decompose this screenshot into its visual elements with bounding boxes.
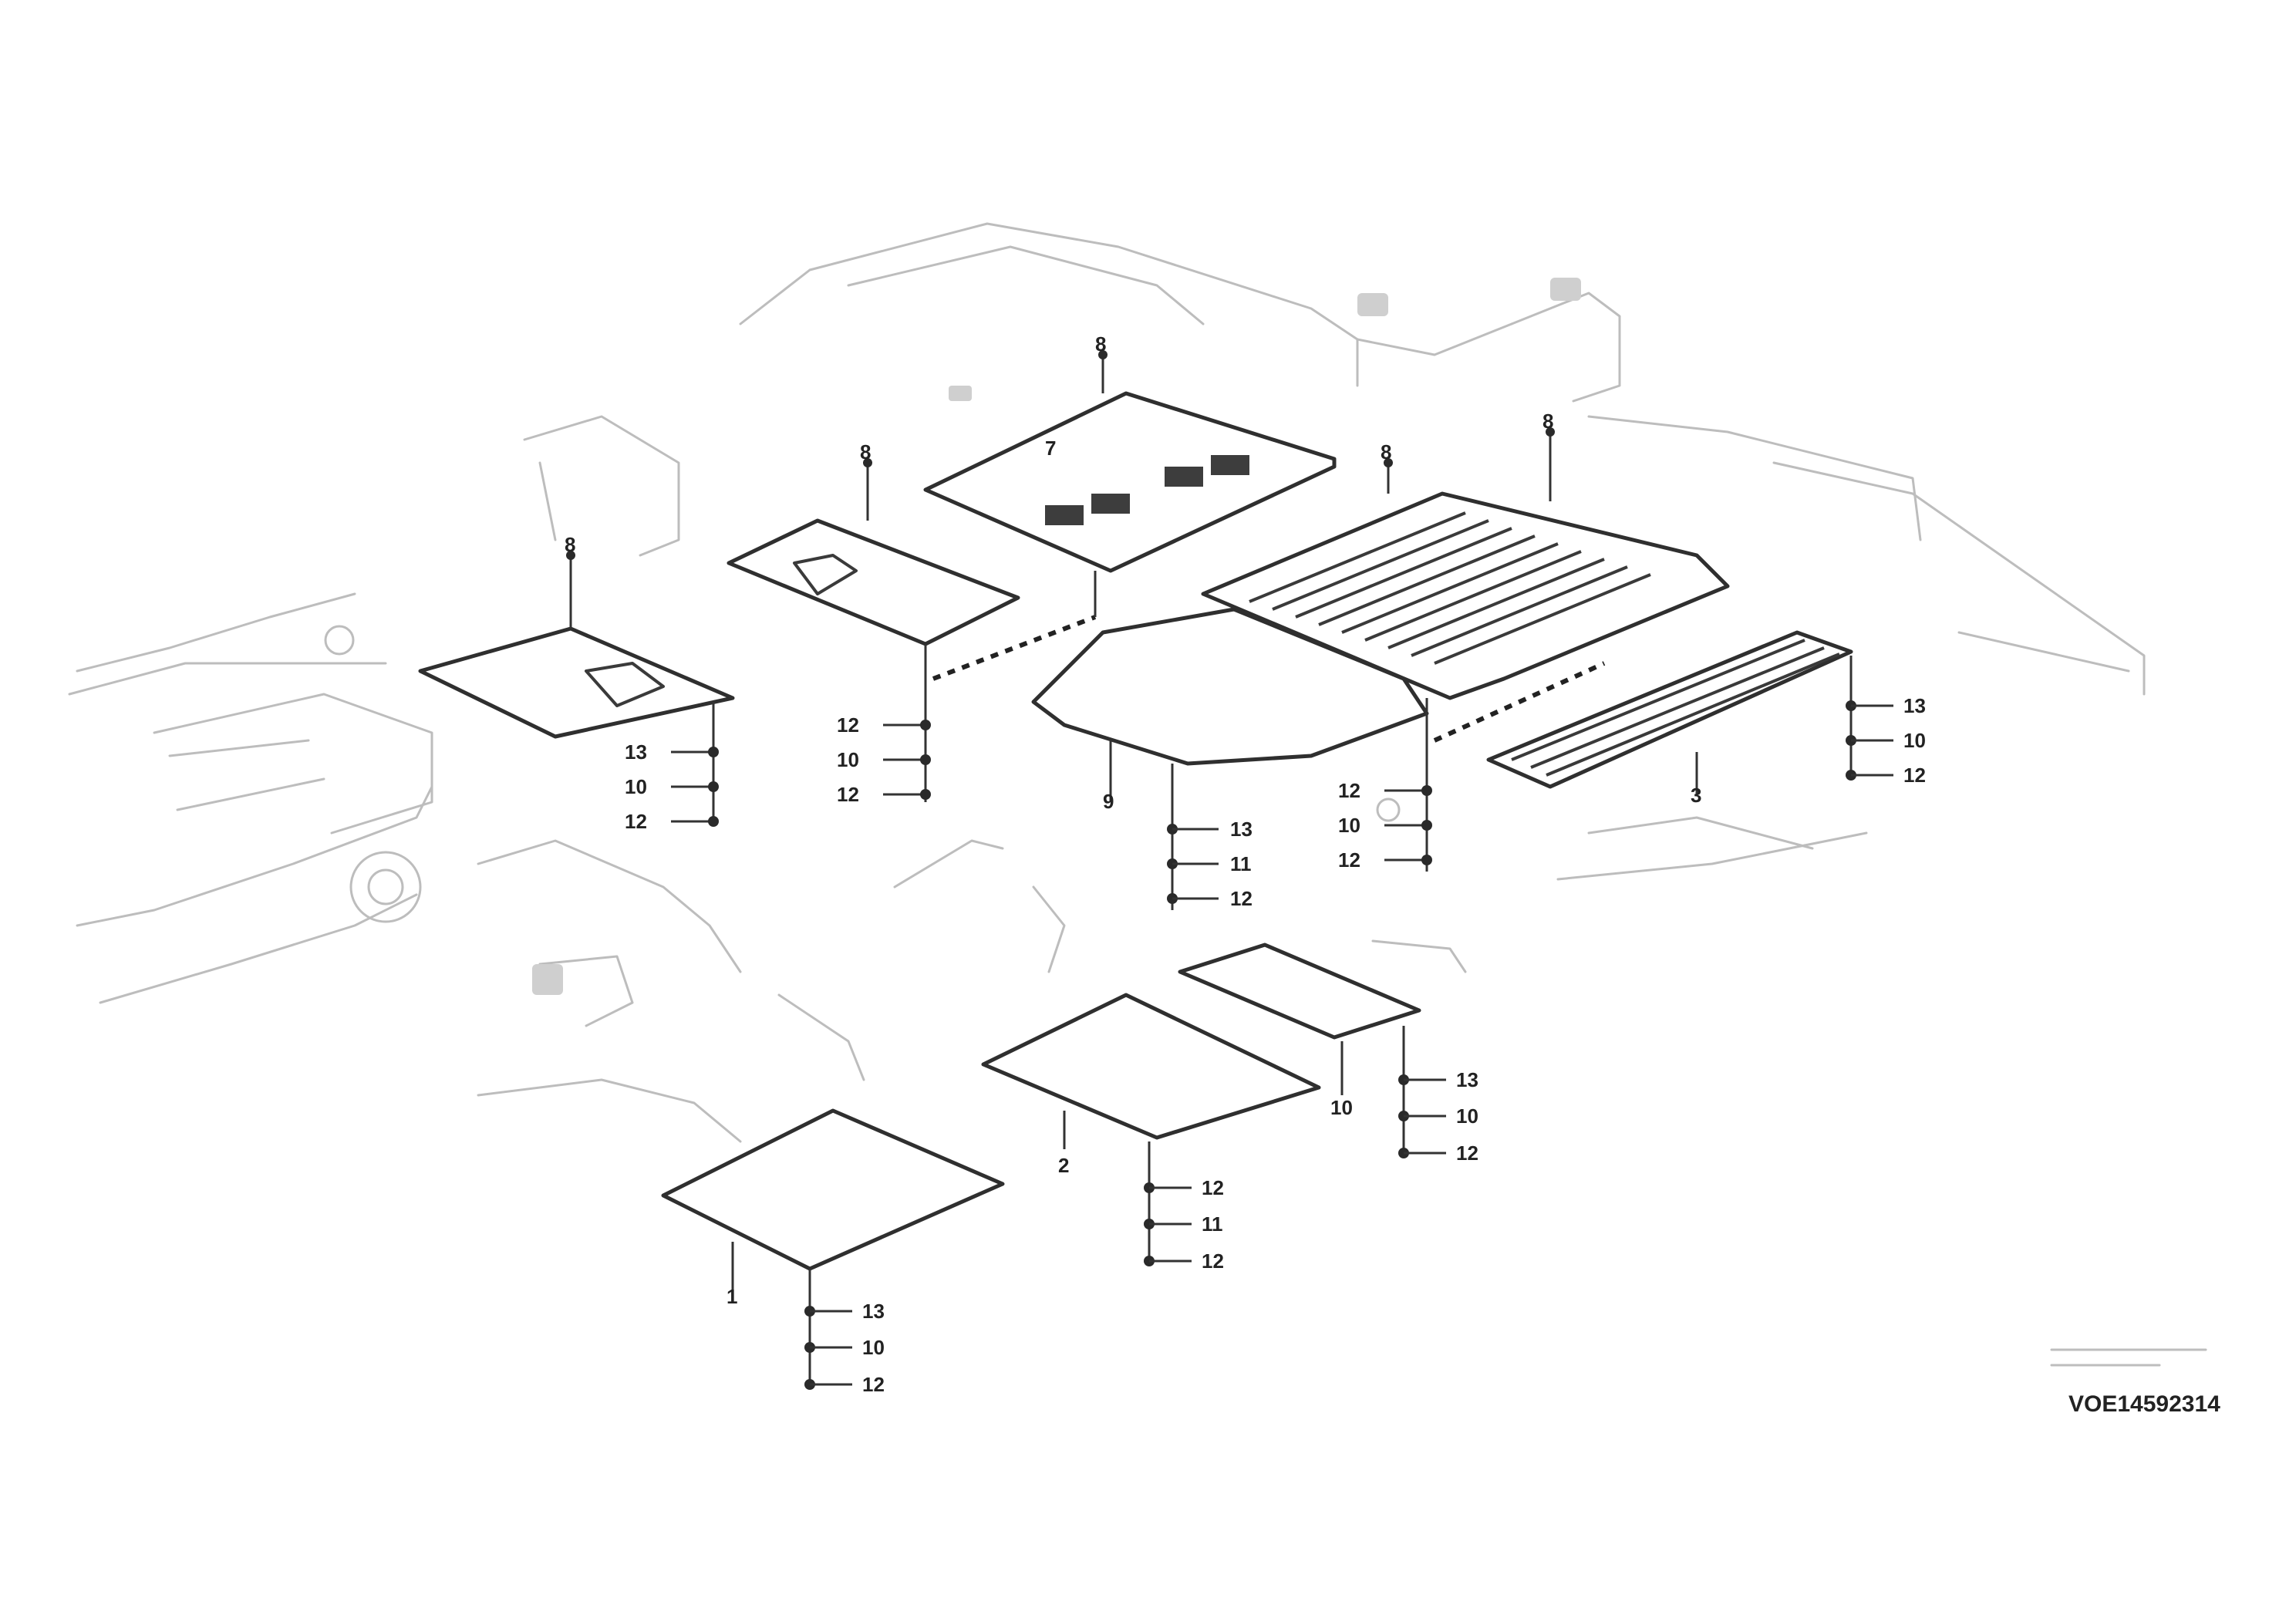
svg-text:10: 10 xyxy=(625,775,647,798)
callout-single-c: 10 xyxy=(1330,1096,1353,1119)
svg-text:10: 10 xyxy=(837,748,859,771)
callout-single-d: 2 xyxy=(1058,1154,1069,1177)
svg-text:13: 13 xyxy=(625,740,647,764)
callout-group-2: 12 10 12 xyxy=(837,713,931,806)
cover-plate-left xyxy=(418,551,735,825)
svg-text:10: 10 xyxy=(1456,1104,1478,1128)
svg-text:9: 9 xyxy=(1103,790,1114,813)
svg-text:12: 12 xyxy=(837,713,859,737)
svg-text:7: 7 xyxy=(1045,437,1056,460)
svg-text:8: 8 xyxy=(565,533,575,556)
svg-text:12: 12 xyxy=(1202,1176,1224,1199)
svg-text:8: 8 xyxy=(1095,332,1106,356)
cover-plate-lower-right xyxy=(1178,943,1421,1157)
svg-text:3: 3 xyxy=(1691,784,1701,807)
svg-text:11: 11 xyxy=(1230,852,1252,875)
svg-text:12: 12 xyxy=(1338,848,1360,872)
callout-top-3: 8 xyxy=(1381,440,1391,464)
svg-text:12: 12 xyxy=(1202,1249,1224,1273)
callout-group-1: 13 10 12 xyxy=(625,740,719,833)
callout-top-4: 8 xyxy=(1542,410,1553,433)
svg-text:10: 10 xyxy=(1903,729,1926,752)
callout-group-3: 13 11 12 xyxy=(1167,818,1253,910)
cover-plate-top xyxy=(923,350,1337,617)
grille-strip-right xyxy=(1486,630,1853,794)
svg-text:13: 13 xyxy=(1903,694,1926,717)
reference-code-block: VOE14592314 xyxy=(2050,1348,2220,1417)
svg-text:8: 8 xyxy=(1381,440,1391,464)
background-machine-outline xyxy=(68,222,2146,1143)
svg-text:1: 1 xyxy=(727,1285,737,1308)
svg-text:12: 12 xyxy=(862,1373,885,1396)
callout-group-8: 13 10 12 xyxy=(804,1300,885,1396)
grille-plate-right xyxy=(1201,427,1730,872)
grille-slats xyxy=(1249,511,1651,665)
callout-single-e: 1 xyxy=(727,1285,737,1308)
svg-text:12: 12 xyxy=(1338,779,1360,802)
cover-plate-lower-left xyxy=(661,1108,1005,1388)
callout-single-b: 3 xyxy=(1691,784,1701,807)
svg-text:10: 10 xyxy=(1338,814,1360,837)
svg-text:13: 13 xyxy=(862,1300,885,1323)
callout-top-1: 8 xyxy=(860,440,871,464)
svg-text:8: 8 xyxy=(1542,410,1553,433)
svg-text:8: 8 xyxy=(860,440,871,464)
callout-group-7: 12 11 12 xyxy=(1144,1176,1224,1273)
svg-text:11: 11 xyxy=(1202,1212,1223,1236)
callout-group-6: 13 10 12 xyxy=(1398,1068,1478,1165)
cover-plate-center-left xyxy=(727,458,1097,802)
svg-text:VOE14592314: VOE14592314 xyxy=(2068,1391,2220,1417)
callout-top-2: 8 xyxy=(1095,332,1106,356)
svg-text:12: 12 xyxy=(837,783,859,806)
callout-left-a: 8 xyxy=(565,533,575,556)
svg-text:12: 12 xyxy=(1903,764,1926,787)
svg-text:2: 2 xyxy=(1058,1154,1069,1177)
svg-text:12: 12 xyxy=(1456,1141,1478,1165)
callout-left-b: 7 xyxy=(1045,437,1056,460)
callout-group-5: 13 10 12 xyxy=(1846,694,1926,787)
svg-text:12: 12 xyxy=(1230,887,1253,910)
svg-text:13: 13 xyxy=(1230,818,1253,841)
callout-group-4: 12 10 12 xyxy=(1338,779,1432,872)
svg-text:10: 10 xyxy=(862,1336,885,1359)
svg-text:13: 13 xyxy=(1456,1068,1478,1091)
cover-plate-lower-middle xyxy=(981,993,1321,1265)
svg-text:10: 10 xyxy=(1330,1096,1353,1119)
callout-single-a: 9 xyxy=(1103,790,1114,813)
svg-text:12: 12 xyxy=(625,810,647,833)
